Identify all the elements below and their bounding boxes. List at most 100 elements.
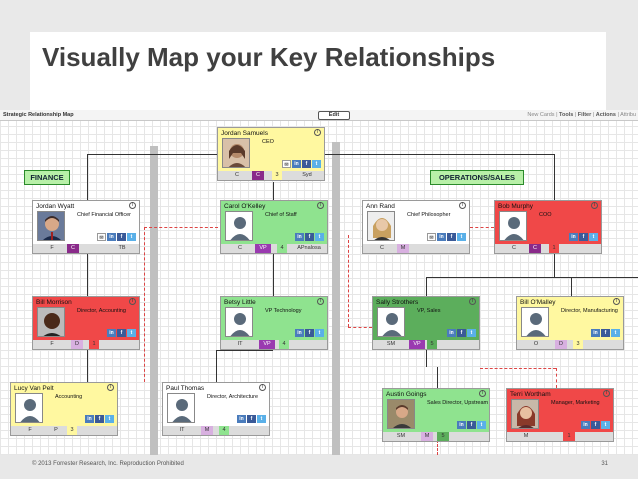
twitter-icon[interactable]: t [127,329,136,337]
linkedin-icon[interactable]: in [237,415,246,423]
twitter-icon[interactable]: t [601,421,610,429]
linkedin-icon[interactable]: in [591,329,600,337]
twitter-icon[interactable]: t [457,233,466,241]
info-icon[interactable]: i [469,298,476,305]
attr-score: 4 [277,244,287,253]
info-icon[interactable]: i [259,384,266,391]
attr-function: C [235,172,239,178]
menu-new-cards[interactable]: New Cards | [527,112,560,118]
info-icon[interactable]: i [459,202,466,209]
menu-actions[interactable]: Actions [595,112,616,118]
relationship-map-canvas[interactable]: Strategic Relationship Map Edit New Card… [0,110,638,455]
person-card-jordan-wyatt[interactable]: Jordan Wyatt i Chief Financial Officer ✉… [32,200,140,254]
attr-function: SM [396,433,406,439]
info-icon[interactable]: i [591,202,598,209]
person-card-austin-goings[interactable]: Austin Goings i Sales Director, Upstream… [382,388,490,442]
info-icon[interactable]: i [479,390,486,397]
twitter-icon[interactable]: t [312,160,321,168]
card-role: Accounting [55,394,83,400]
category-finance[interactable]: FINANCE [24,170,70,185]
linkedin-icon[interactable]: in [292,160,301,168]
twitter-icon[interactable]: t [467,329,476,337]
info-icon[interactable]: i [129,298,136,305]
person-photo [37,211,65,241]
linkedin-icon[interactable]: in [569,233,578,241]
facebook-icon[interactable]: f [305,233,314,241]
facebook-icon[interactable]: f [579,233,588,241]
edit-button[interactable]: Edit [318,111,350,120]
twitter-icon[interactable]: t [105,415,114,423]
info-icon[interactable]: i [129,202,136,209]
avatar-placeholder [15,393,43,423]
facebook-icon[interactable]: f [601,329,610,337]
card-role: COO [539,212,552,218]
attr-owner: APnalosa [297,245,321,251]
twitter-icon[interactable]: t [477,421,486,429]
facebook-icon[interactable]: f [302,160,311,168]
twitter-icon[interactable]: t [315,329,324,337]
info-icon[interactable]: i [613,298,620,305]
linkedin-icon[interactable]: in [581,421,590,429]
mail-icon[interactable]: ✉ [282,160,291,168]
linkedin-icon[interactable]: in [295,329,304,337]
linkedin-icon[interactable]: in [457,421,466,429]
card-header: Jordan Wyatt i Chief Financial Officer ✉… [33,201,139,244]
linkedin-icon[interactable]: in [107,329,116,337]
attr-score: 3 [67,426,77,435]
facebook-icon[interactable]: f [467,421,476,429]
facebook-icon[interactable]: f [447,233,456,241]
info-icon[interactable]: i [107,384,114,391]
twitter-icon[interactable]: t [257,415,266,423]
menu-filter[interactable]: Filter [577,112,592,118]
mail-icon[interactable]: ✉ [427,233,436,241]
card-attributes: C M [363,244,469,253]
attr-level: C [529,244,541,253]
facebook-icon[interactable]: f [95,415,104,423]
card-role: VP, Sales [417,308,441,314]
mail-icon[interactable]: ✉ [97,233,106,241]
twitter-icon[interactable]: t [315,233,324,241]
facebook-icon[interactable]: f [117,233,126,241]
facebook-icon[interactable]: f [247,415,256,423]
info-icon[interactable]: i [317,298,324,305]
facebook-icon[interactable]: f [305,329,314,337]
person-card-bill-omalley[interactable]: Bill O'Malley i Director, Manufacturing … [516,296,624,350]
card-attributes: C C 1 [495,244,601,253]
category-operations-sales[interactable]: OPERATIONS/SALES [430,170,524,185]
twitter-icon[interactable]: t [589,233,598,241]
info-icon[interactable]: i [603,390,610,397]
menu-tools[interactable]: Tools [559,112,574,118]
linkedin-icon[interactable]: in [107,233,116,241]
facebook-icon[interactable]: f [591,421,600,429]
facebook-icon[interactable]: f [117,329,126,337]
menu-attributes[interactable]: | Attribu [615,112,636,118]
linkedin-icon[interactable]: in [437,233,446,241]
linkedin-icon[interactable]: in [447,329,456,337]
twitter-icon[interactable]: t [611,329,620,337]
card-role: VP Technology [265,308,302,314]
facebook-icon[interactable]: f [457,329,466,337]
linkedin-icon[interactable]: in [85,415,94,423]
attr-score: 3 [272,171,282,180]
linkedin-icon[interactable]: in [295,233,304,241]
twitter-icon[interactable]: t [127,233,136,241]
card-role: Director, Manufacturing [561,308,618,314]
info-icon[interactable]: i [317,202,324,209]
card-name: Austin Goings [386,391,427,398]
card-attributes: M 1 [507,432,613,441]
info-icon[interactable]: i [314,129,321,136]
